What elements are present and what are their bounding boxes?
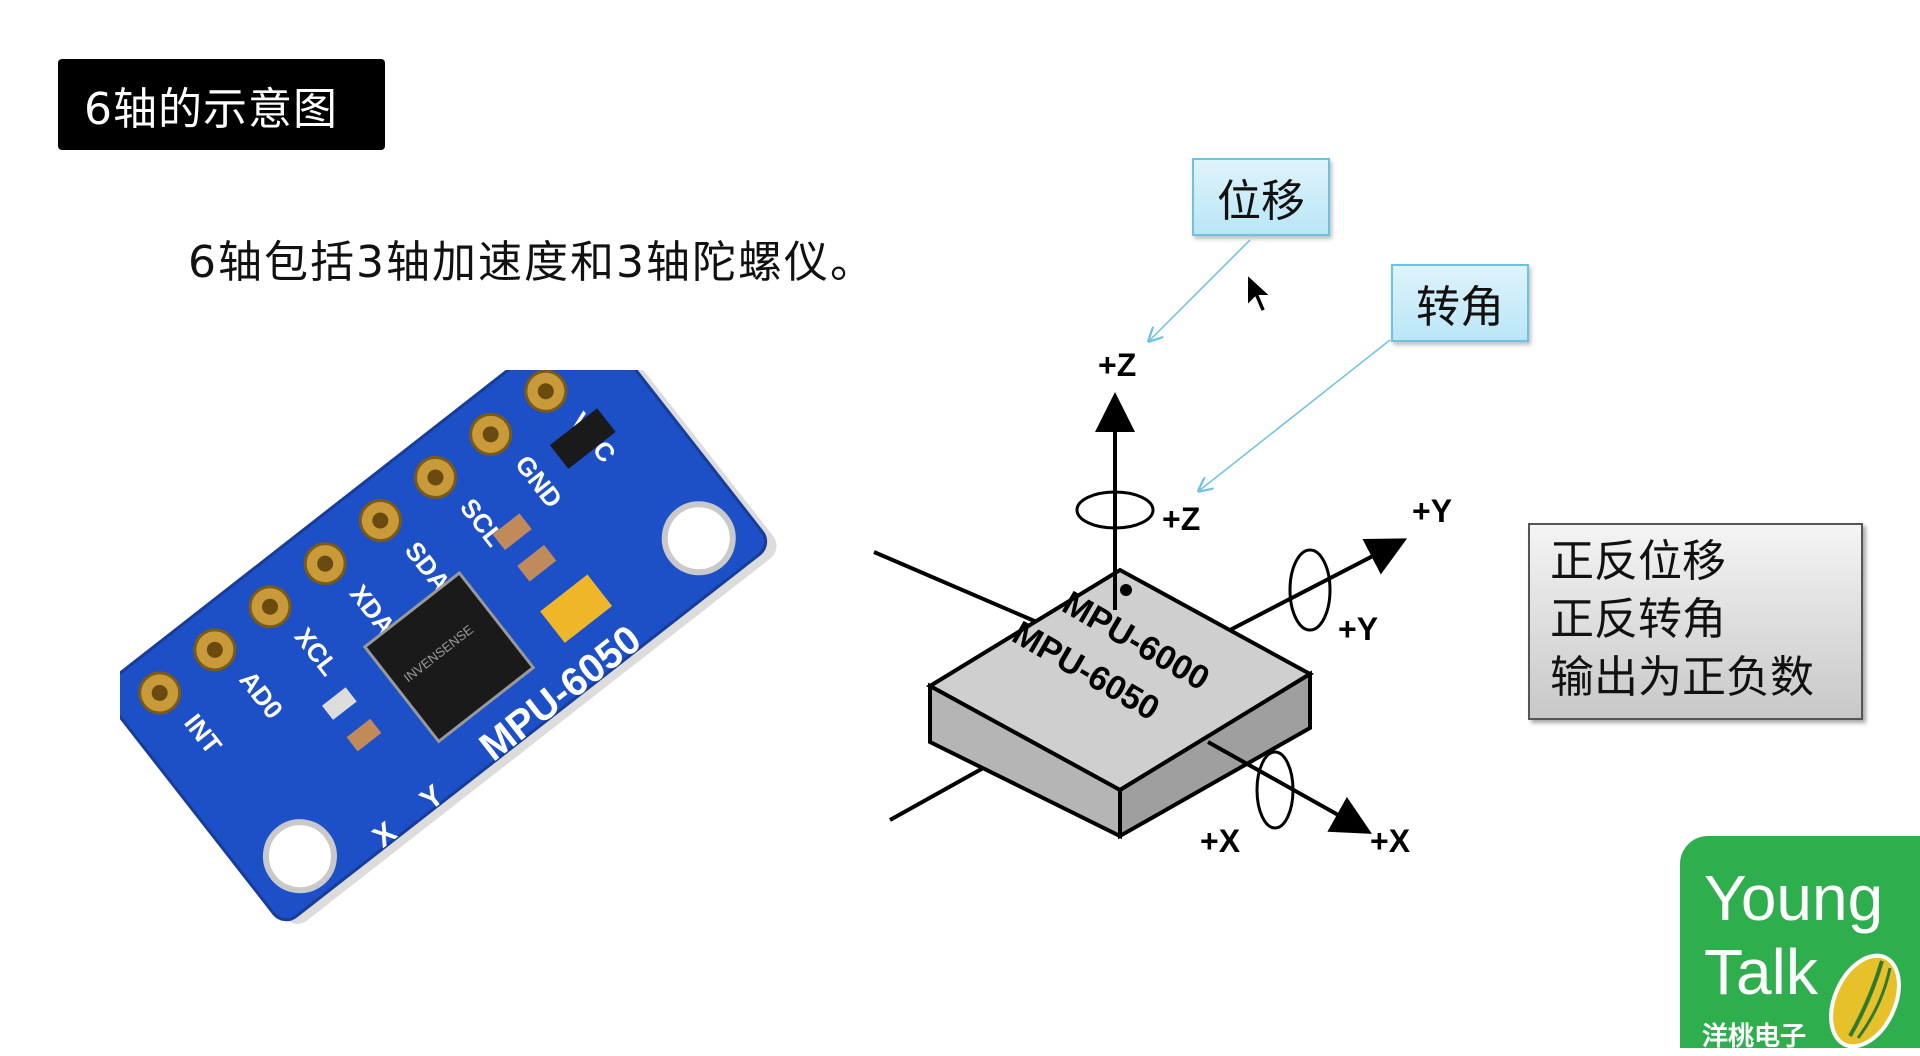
label-z-rotation: +Z [1162, 501, 1200, 537]
mounting-hole [262, 819, 337, 894]
callout-rotation: 转角 [1391, 264, 1529, 342]
callout-rotation-text: 转角 [1416, 282, 1504, 333]
x-rotation-arrow [1255, 750, 1295, 830]
imu-chip: INVENSENSE [362, 570, 536, 744]
y-rotation-arrow [1288, 548, 1332, 632]
mouse-cursor-icon [1246, 272, 1273, 314]
chip-package: MPU-6000 MPU-6050 [926, 567, 1314, 840]
info-line-3: 输出为正负数 [1550, 652, 1814, 703]
callout-displacement: 位移 [1192, 158, 1330, 236]
youngtalk-logo: Young Talk 洋桃电子 [1680, 836, 1920, 1052]
label-y-rotation: +Y [1338, 611, 1378, 647]
logo-chinese: 洋桃电子 [1702, 1022, 1807, 1052]
displacement-leader-line [1150, 239, 1251, 340]
label-x-linear: +X [1370, 823, 1411, 859]
x-axis-arrow [1207, 740, 1372, 834]
logo-line-2: Talk [1704, 936, 1818, 1008]
slide-title: 6轴的示意图 [58, 59, 385, 150]
subtitle-text: 6轴包括3轴加速度和3轴陀螺仪。 [188, 237, 876, 288]
y-axis-arrow [1229, 538, 1408, 632]
label-x-rotation: +X [1200, 823, 1241, 859]
axis-line [873, 550, 1061, 634]
rotation-leader-line [1200, 339, 1391, 490]
peach-icon [1829, 953, 1901, 1049]
label-z-linear: +Z [1098, 347, 1136, 383]
z-rotation-arrow [1075, 490, 1155, 530]
tantalum-capacitor [540, 574, 613, 643]
mpu6050-board-image: INT AD0 XCL XDA SDA SCL GND VCC INVENSEN… [120, 370, 777, 924]
board-pin-row [138, 370, 568, 715]
logo-line-1: Young [1704, 862, 1884, 934]
info-box: 正反位移 正反转角 输出为正负数 [1528, 523, 1863, 720]
mounting-hole [661, 501, 736, 576]
info-line-1: 正反位移 [1550, 536, 1726, 587]
axes-diagram: MPU-6000 MPU-6050 +Z +Z +Y +Y +X +X [873, 239, 1452, 859]
label-y-linear: +Y [1412, 493, 1452, 529]
slide-title-text: 6轴的示意图 [84, 83, 338, 135]
callout-displacement-text: 位移 [1217, 176, 1305, 227]
voltage-regulator [549, 408, 616, 469]
info-line-2: 正反转角 [1550, 594, 1726, 645]
